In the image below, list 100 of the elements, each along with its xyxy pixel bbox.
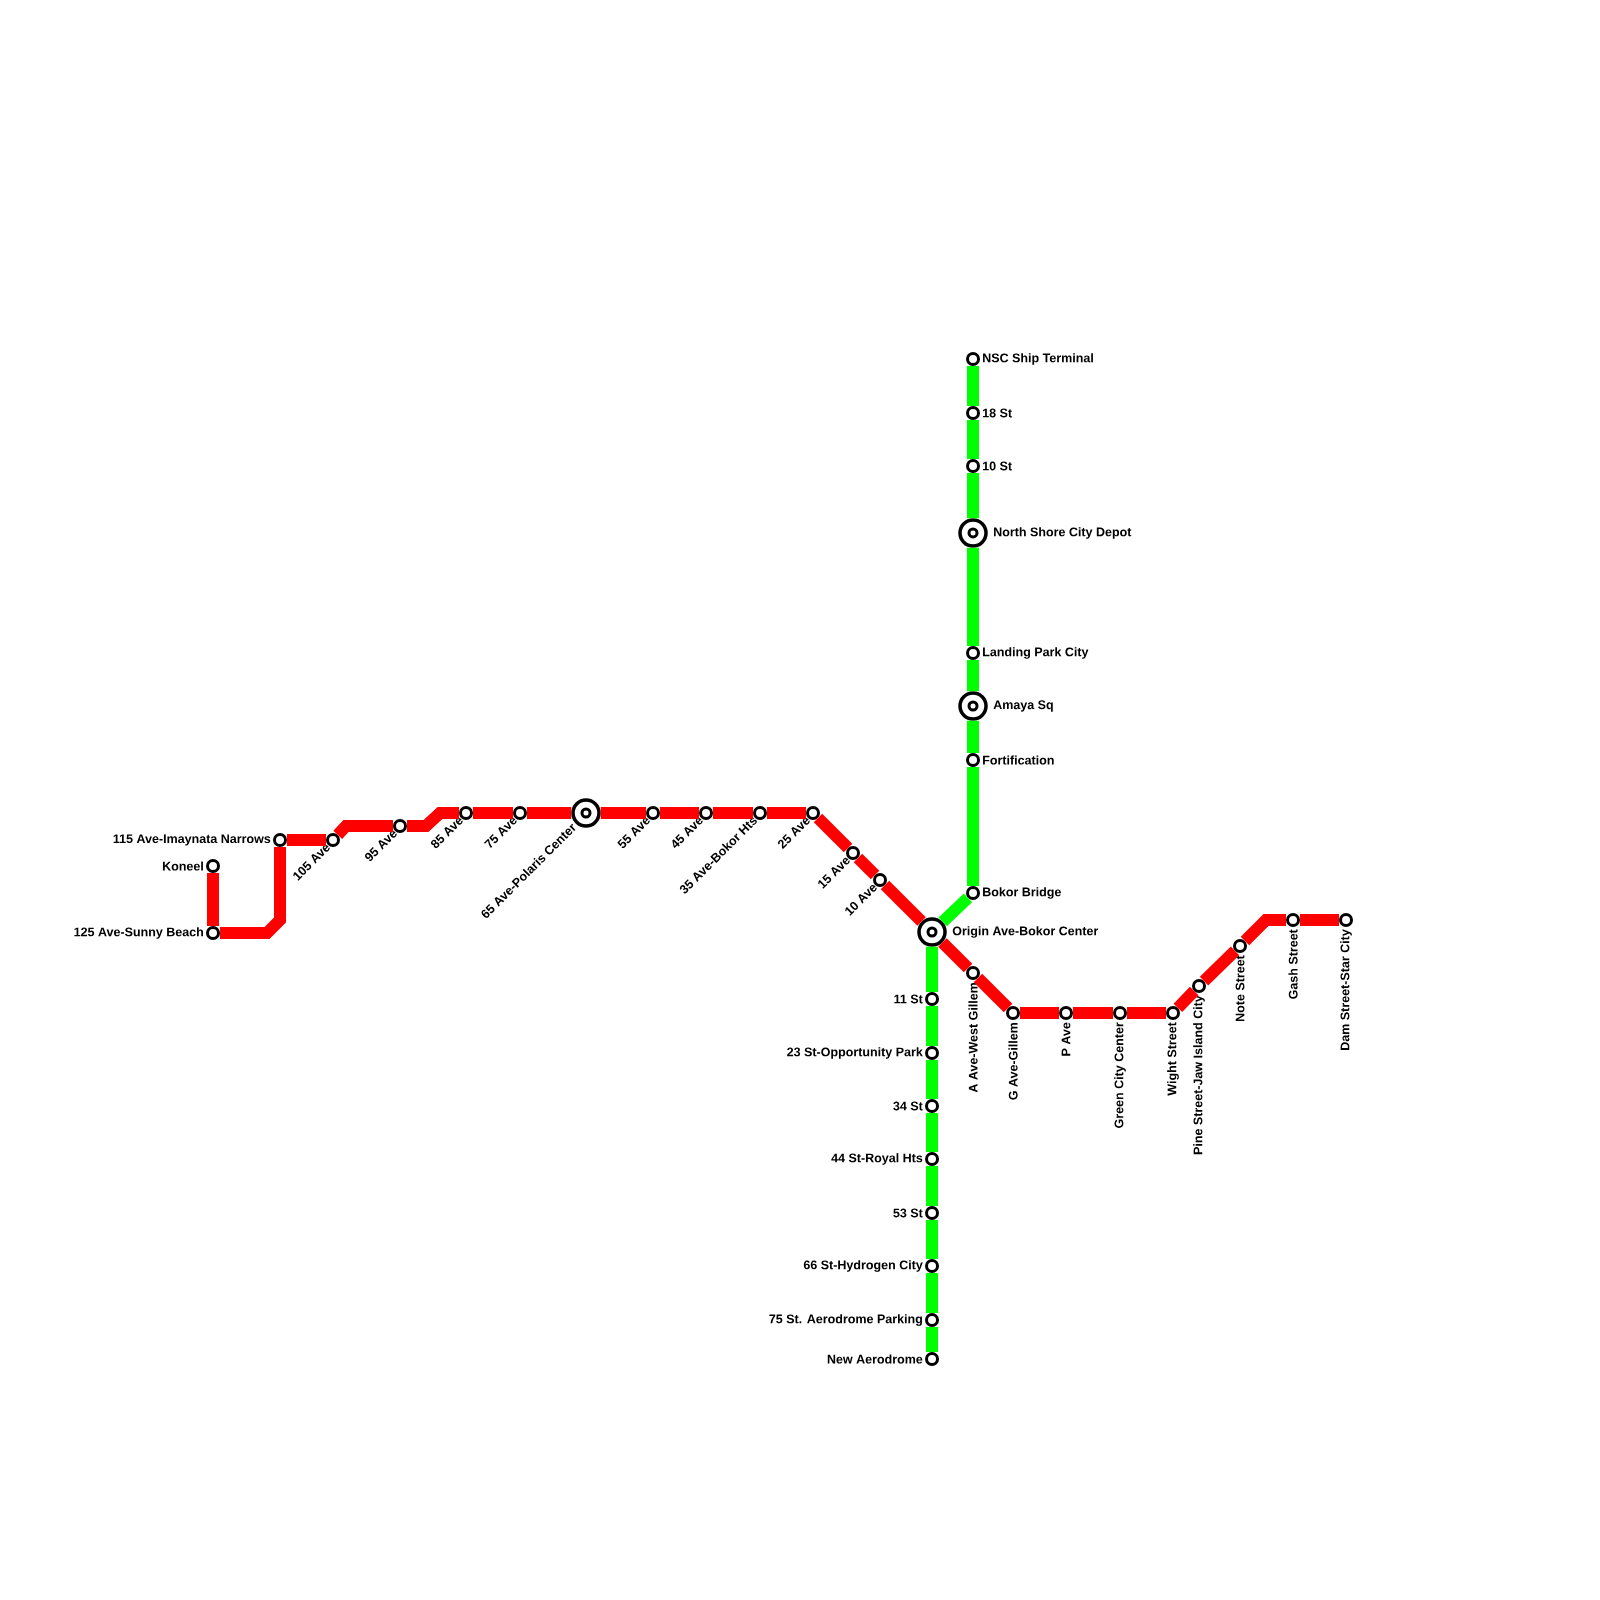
station: 23 St-Opportunity Park [787, 1046, 939, 1060]
track [853, 853, 880, 880]
node-label: 125 Ave-Sunny Beach [74, 927, 203, 939]
node-label: Green City Center [1114, 1022, 1126, 1128]
node-label: 55 Ave [617, 817, 650, 849]
station: Fortification [966, 753, 1054, 767]
track [1173, 986, 1199, 1013]
track [767, 807, 806, 819]
node-label: 25 Ave [778, 817, 810, 850]
node-label: 66 St-Hydrogen City [803, 1260, 923, 1272]
node-label: Origin Ave-Bokor Center [952, 926, 1099, 938]
station: 18 St [966, 406, 1012, 420]
node-label: A Ave-West Gillem [968, 982, 978, 1093]
station: Wight Street [1166, 1006, 1180, 1096]
station: 10 St [966, 459, 1012, 473]
track [938, 893, 973, 927]
node-label: P Ave [1061, 1022, 1071, 1056]
node-label: G Ave-Gillem [1008, 1022, 1018, 1100]
track [926, 1327, 938, 1352]
node-label: 75 St. Aerodrome Parking [769, 1314, 922, 1326]
track [1300, 914, 1339, 926]
track [287, 834, 326, 846]
station: New Aerodrome [827, 1352, 939, 1366]
node-label: Gash Street [1288, 929, 1298, 999]
node-label: Dam Street-Star City [1340, 929, 1352, 1050]
station: 44 St-Royal Hts [831, 1152, 939, 1166]
track [926, 1166, 938, 1206]
station: 125 Ave-Sunny Beach [74, 926, 220, 940]
track [1127, 1007, 1166, 1019]
node-label: 75 Ave [484, 817, 517, 849]
track [926, 1273, 938, 1313]
track [600, 807, 646, 819]
node-label: 11 St [894, 994, 923, 1004]
track [207, 873, 219, 926]
node-label: 44 St-Royal Hts [831, 1153, 923, 1165]
track [880, 880, 926, 926]
station: Amaya Sq [958, 691, 1053, 721]
track [333, 820, 393, 839]
node-label: Note Street [1235, 955, 1245, 1022]
track [713, 807, 753, 819]
track [967, 720, 979, 753]
node-label: Amaya Sq [993, 700, 1053, 712]
track [1020, 1007, 1059, 1019]
station: 53 St [893, 1206, 939, 1220]
track [407, 807, 459, 832]
station: Koneel [162, 859, 220, 873]
track [1073, 1007, 1113, 1019]
station: Bokor Bridge [966, 886, 1061, 900]
station: Landing Park City [966, 646, 1089, 660]
station: 75 St. Aerodrome Parking [769, 1313, 939, 1327]
station: 115 Ave-Imaynata Narrows [113, 833, 287, 847]
station: 95 Ave [365, 819, 407, 862]
track [967, 366, 979, 406]
track [926, 1220, 938, 1259]
track [1199, 946, 1240, 986]
station: 55 Ave [617, 806, 660, 849]
track [926, 1006, 938, 1046]
station: 66 St-Hydrogen City [803, 1259, 939, 1273]
node-label: 105 Ave [293, 844, 330, 881]
track [660, 807, 699, 819]
track [967, 660, 979, 692]
station: Origin Ave-Bokor Center [917, 917, 1099, 947]
node-label: 23 St-Opportunity Park [787, 1047, 923, 1059]
track [926, 1113, 938, 1152]
track [967, 547, 979, 646]
station: 11 St [894, 992, 939, 1006]
station: 85 Ave [430, 806, 473, 849]
station: P Ave [1059, 1006, 1073, 1056]
track [973, 973, 1013, 1013]
node-label: Fortification [983, 755, 1054, 765]
track [220, 847, 286, 939]
node-label: 95 Ave [364, 830, 397, 862]
station: Dam Street-Star City [1339, 913, 1353, 1050]
track [938, 938, 973, 973]
track [813, 813, 853, 853]
node-label: Pine Street-Jaw Island City [1193, 995, 1205, 1155]
node-label: Landing Park City [983, 647, 1089, 659]
station: NSC Ship Terminal [966, 352, 1093, 366]
node-label: 115 Ave-Imaynata Narrows [113, 834, 271, 846]
node-label: Koneel [162, 861, 203, 871]
node-label: Wight Street [1167, 1022, 1179, 1096]
station: Note Street [1233, 939, 1247, 1022]
station: A Ave-West Gillem [966, 966, 980, 1093]
station: G Ave-Gillem [1006, 1006, 1020, 1100]
station: North Shore City Depot [958, 518, 1132, 548]
station: Pine Street-Jaw Island City [1192, 979, 1206, 1155]
node-label: 53 St [893, 1208, 923, 1218]
station: Gash Street [1286, 913, 1300, 999]
track [1240, 914, 1286, 946]
node-label: 10 St [983, 461, 1012, 471]
station: Green City Center [1113, 1006, 1127, 1128]
node-label: New Aerodrome [827, 1354, 923, 1364]
node-label: 18 St [983, 408, 1012, 418]
track [527, 807, 572, 819]
station: 34 St [893, 1099, 939, 1113]
track [926, 946, 938, 992]
track [967, 767, 979, 886]
track [967, 420, 979, 459]
station: 105 Ave [293, 833, 340, 881]
track [473, 807, 513, 819]
